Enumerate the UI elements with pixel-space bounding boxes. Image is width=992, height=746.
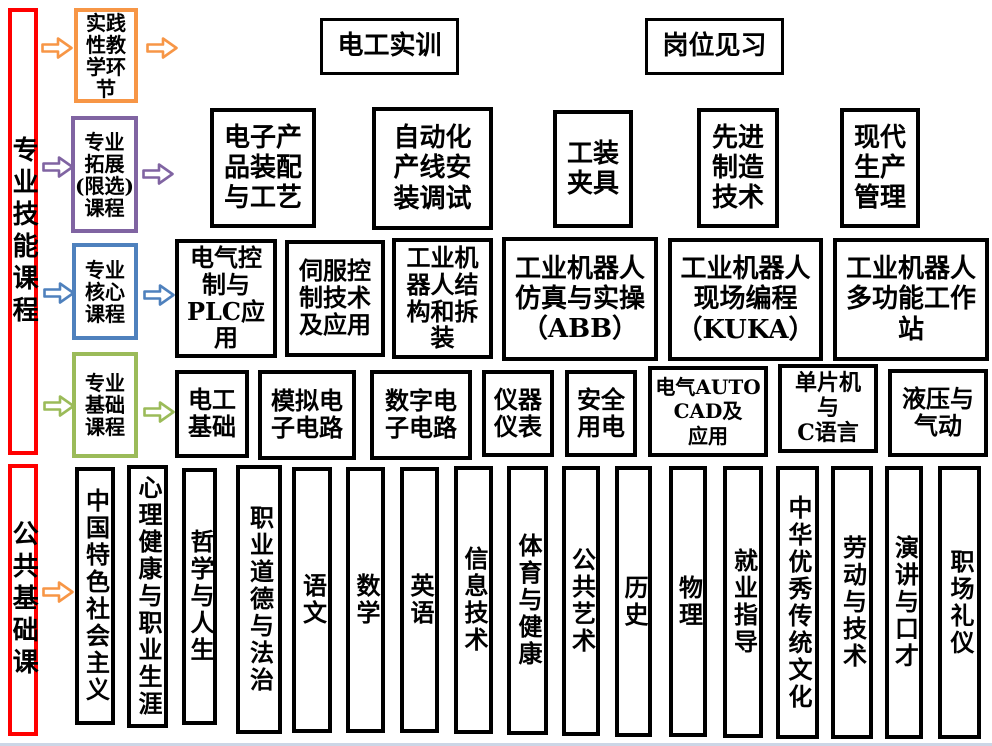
course-label: 模拟电 子电路 [271,386,343,442]
course-label: 电气控 制与 PLC应 用 [186,242,266,353]
course-label: 电气AUTO CAD及 应用 [655,374,761,448]
course-label: 中国特色社会主义 [81,488,111,704]
course-label: 先进 制造 技术 [711,122,764,214]
course-box-math: 数学 [346,467,385,733]
category-practice-teaching: 实践 性教 学环 节 [74,8,138,103]
category-label: 专业 拓展 (限选) 课程 [75,129,134,220]
course-box-plc: 电气控 制与 PLC应 用 [175,239,277,358]
arrow-right-icon [41,36,73,60]
course-box-electronic-assembly: 电子产 品装配 与工艺 [210,108,316,228]
section-label-professional-skills: 专业技能课程 [8,8,38,455]
category-label: 专业 基础 课程 [85,371,125,439]
section-label-public-basic: 公共基础课 [8,464,38,736]
course-box-pe-health: 体育与健康 [507,466,548,735]
course-box-post-internship: 岗位见习 [645,18,784,75]
course-box-robot-simulation-abb: 工业机器人 仿真与实操 （ABB） [502,237,658,361]
course-box-autocad: 电气AUTO CAD及 应用 [648,366,768,457]
arrow-right-icon [143,283,175,307]
course-label: 仪器 仪表 [494,384,542,441]
course-box-modern-production: 现代 生产 管理 [840,108,920,228]
page-bottom-edge [0,743,992,746]
course-label: 演讲与口才 [890,535,920,670]
course-box-speech-eloquence: 演讲与口才 [885,466,923,739]
course-label: 现代 生产 管理 [853,122,906,214]
course-label: 数学 [351,573,381,627]
course-box-electrician-basics: 电工 基础 [175,370,249,458]
course-label: 工业机 器人结 构和拆 装 [406,242,479,353]
course-label: 电工 基础 [188,385,236,441]
section-label-text: 公共基础课 [8,520,39,680]
course-label: 工装 夹具 [566,138,619,199]
course-label: 电子产 品装配 与工艺 [223,122,302,214]
course-label: 职场礼仪 [945,548,975,657]
course-box-information-technology: 信息技术 [454,466,493,734]
course-box-traditional-culture: 中华优秀传统文化 [776,466,819,739]
category-core-courses: 专业 核心 课程 [72,243,138,340]
course-box-english: 英语 [400,467,439,733]
course-label: 自动化 产线安 装调试 [393,123,472,214]
course-label: 英语 [405,573,435,627]
course-box-mcu-c-language: 单片机 与 C语言 [778,364,878,453]
arrow-right-icon [43,281,75,305]
course-label: 单片机 与 C语言 [794,369,861,447]
course-label: 工业机器人 多功能工作 站 [845,254,976,345]
course-label: 中华优秀传统文化 [783,494,813,711]
course-label: 岗位见习 [662,31,767,62]
course-box-mental-health-career: 心理健康与职业生涯 [127,465,168,728]
course-label: 液压与 气动 [902,384,974,440]
course-box-robot-structure: 工业机 器人结 构和拆 装 [392,238,493,359]
course-box-philosophy-life: 哲学与人生 [182,468,217,725]
category-foundation-courses: 专业 基础 课程 [72,352,138,458]
course-box-socialism-chinese-characteristics: 中国特色社会主义 [75,467,115,725]
arrow-right-icon [146,36,178,60]
course-box-electrical-safety: 安全 用电 [565,370,637,457]
course-label: 数字电 子电路 [385,386,457,442]
course-box-physics: 物理 [669,466,707,737]
course-box-public-art: 公共艺术 [562,466,600,736]
course-box-chinese: 语文 [292,467,332,733]
course-box-digital-circuits: 数字电 子电路 [370,370,472,460]
category-label: 专业 核心 课程 [85,257,125,326]
course-box-automated-line: 自动化 产线安 装调试 [372,107,493,230]
course-box-workplace-etiquette: 职场礼仪 [938,466,981,739]
course-label: 工业机器人 现场编程 （KUKA） [676,254,815,345]
course-box-servo-control: 伺服控 制技术 及应用 [285,240,385,357]
course-label: 伺服控 制技术 及应用 [299,256,371,339]
course-label: 电工实训 [337,31,442,62]
course-label: 物理 [674,574,704,629]
course-box-advanced-manufacturing: 先进 制造 技术 [697,108,779,228]
course-label: 就业指导 [729,548,759,656]
course-box-analog-circuits: 模拟电 子电路 [258,370,356,460]
arrow-right-icon [142,162,174,186]
arrow-right-icon [143,400,175,424]
course-label: 体育与健康 [513,533,543,668]
course-box-history: 历史 [615,466,652,737]
arrow-right-icon [42,155,74,179]
category-label: 实践 性教 学环 节 [86,10,126,101]
course-label: 职业道德与法治 [245,505,275,694]
category-expansion-elective: 专业 拓展 (限选) 课程 [71,116,138,233]
course-box-robot-workstation: 工业机器人 多功能工作 站 [833,238,989,361]
course-box-professional-ethics-law: 职业道德与法治 [236,465,282,734]
section-label-text: 专业技能课程 [8,135,39,328]
course-label: 心理健康与职业生涯 [133,475,163,718]
course-box-labor-technology: 劳动与技术 [831,466,873,739]
course-label: 哲学与人生 [185,529,215,664]
course-label: 公共艺术 [567,547,597,655]
course-box-robot-programming-kuka: 工业机器人 现场编程 （KUKA） [668,238,823,361]
course-box-employment-guidance: 就业指导 [723,466,763,738]
course-label: 劳动与技术 [838,535,868,670]
course-label: 信息技术 [459,546,489,654]
course-box-hydraulics-pneumatics: 液压与 气动 [888,369,988,457]
course-label: 安全 用电 [577,384,625,441]
course-label: 语文 [298,573,328,627]
course-box-instruments: 仪器 仪表 [482,370,554,457]
course-box-electrician-training: 电工实训 [320,18,459,75]
course-label: 工业机器人 仿真与实操 （ABB） [514,253,645,345]
arrow-right-icon [43,394,75,418]
course-label: 历史 [619,574,649,629]
arrow-right-icon [42,580,74,604]
course-box-fixtures: 工装 夹具 [553,110,633,228]
